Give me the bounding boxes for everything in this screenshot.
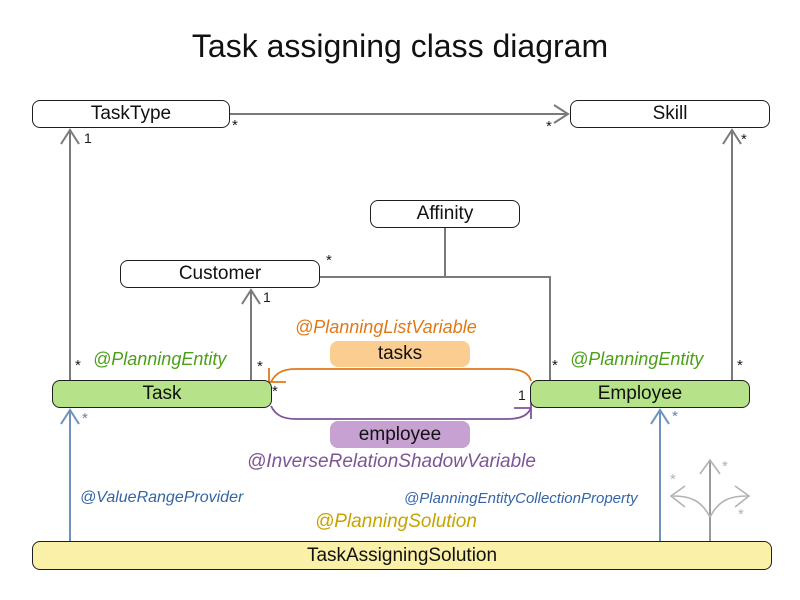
multiplicity-task-top-right: * [257,358,263,375]
multiplicity-customer-bottom: 1 [263,289,271,305]
class-label-employee: Employee [597,383,683,404]
annotation-value-range-provider: @ValueRangeProvider [80,489,244,506]
multiplicity-task-bottom: * [82,410,88,427]
class-label-task: Task [142,383,182,404]
class-box-customer: Customer [120,260,320,288]
multiplicity-customer-right: * [326,252,332,269]
association-tasktype-skill [230,104,570,124]
annotation-planning-entity-collection-property: @PlanningEntityCollectionProperty [404,490,638,507]
class-label-customer: Customer [178,263,262,284]
curve-tasks-variable [268,368,532,385]
class-label-tasktype: TaskType [90,103,172,124]
arrow-solution-to-employee [650,408,670,541]
field-label-tasks: tasks [377,343,423,364]
annotation-planning-entity-task: @PlanningEntity [93,349,227,369]
annotation-planning-entity-employee: @PlanningEntity [570,349,704,369]
multiplicity-employee-top-left: * [552,357,558,374]
multiplicity-skill-bottom: * [741,131,747,148]
multiplicity-ghost-right: * [738,506,744,523]
multiplicity-employee-target: 1 [518,387,526,403]
multiplicity-ghost-top: * [722,458,728,475]
annotation-planning-list-variable: @PlanningListVariable [295,317,477,337]
field-chip-employee: employee [330,421,470,448]
class-box-affinity: Affinity [370,200,520,228]
arrow-solution-to-task [60,408,80,541]
multiplicity-tasktype-bottom: 1 [84,130,92,146]
multiplicity-employee-top-right: * [737,357,743,374]
multiplicity-skill-left: * [546,118,552,135]
association-affinity-junction [320,228,551,380]
class-box-employee: Employee [530,380,750,408]
association-employee-skill [722,128,742,380]
class-box-task: Task [52,380,272,408]
multiplicity-task-top-left: * [75,357,81,374]
association-task-tasktype [60,128,80,380]
multiplicity-tasks-source: * [272,383,278,400]
field-chip-tasks: tasks [330,341,470,367]
class-box-tasktype: TaskType [32,100,230,128]
class-box-taskassigningsolution: TaskAssigningSolution [32,541,772,570]
multiplicity-tasktype-right: * [232,117,238,134]
class-box-skill: Skill [570,100,770,128]
annotation-planning-solution: @PlanningSolution [315,511,477,532]
annotation-inverse-relation-shadow-variable: @InverseRelationShadowVariable [247,451,536,472]
class-label-affinity: Affinity [416,203,474,224]
field-label-employee: employee [358,423,442,445]
class-label-skill: Skill [652,103,688,124]
diagram-title: Task assigning class diagram [191,28,609,64]
ghost-arrows [669,458,751,541]
multiplicity-employee-bottom: * [672,408,678,425]
class-label-taskassigningsolution: TaskAssigningSolution [306,544,498,566]
association-task-customer [241,288,261,380]
curve-employee-shadow-variable [270,400,532,420]
multiplicity-ghost-left: * [670,471,676,488]
